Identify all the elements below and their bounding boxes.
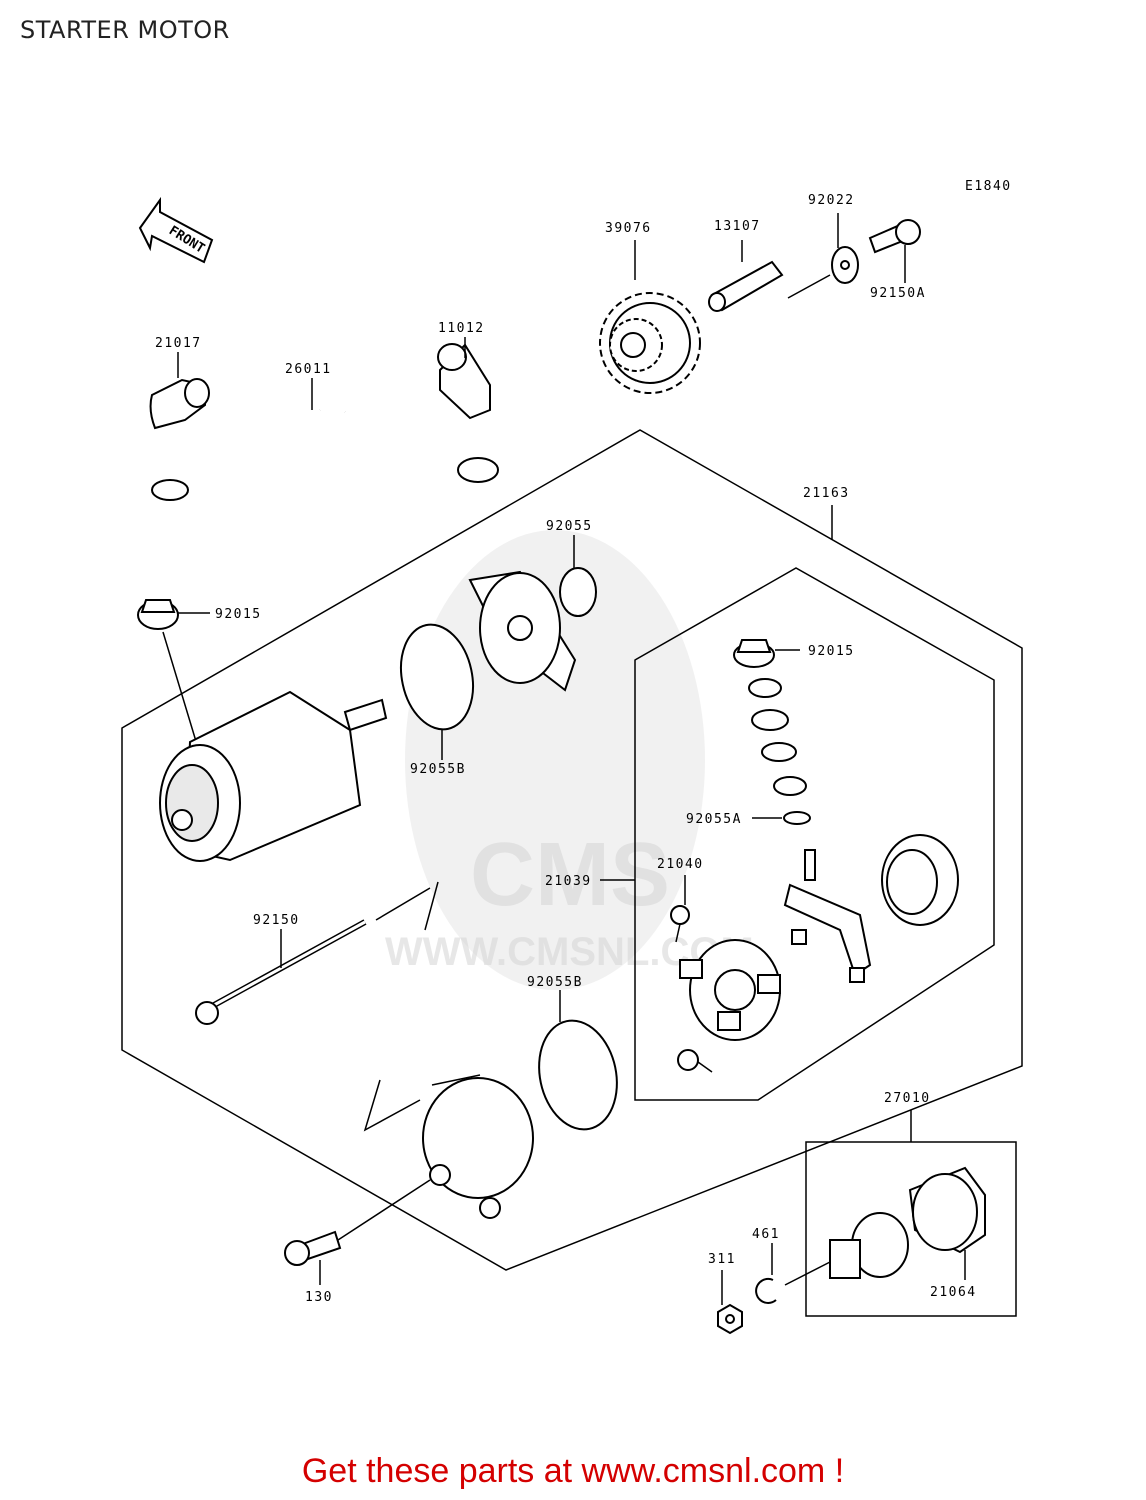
bolt-130 [284,1230,342,1266]
label-27010: 27010 [884,1091,931,1106]
circlip-461 [755,1277,777,1304]
label-461: 461 [752,1227,780,1242]
bolt-92150A [868,219,921,254]
washer-4 [773,776,807,796]
label-92055A: 92055A [686,812,742,827]
o-ring-92055A [783,811,811,825]
relay-switch [829,1212,909,1279]
sleeve-13107 [708,260,784,312]
yoke-ring [881,834,959,926]
washer-2 [751,709,789,731]
assembly-outline-21039 [634,567,995,1101]
nut-311 [717,1303,743,1335]
motor-yoke [159,690,388,862]
label-92015-left: 92015 [215,607,262,622]
washer-1 [748,678,782,698]
o-ring-92055B-bottom [538,1019,618,1131]
label-11012: 11012 [438,321,485,336]
nut-92015-left [137,599,179,630]
label-21017: 21017 [155,336,202,351]
label-21064: 21064 [930,1285,977,1300]
label-92015-right: 92015 [808,644,855,659]
label-92150A: 92150A [870,286,926,301]
boot-21017 [149,378,210,430]
washer-3 [761,742,797,762]
label-21163: 21163 [803,486,850,501]
label-311: 311 [708,1252,736,1267]
brush-holder-21039 [679,939,781,1041]
watermark-brand: CMS [470,825,670,925]
o-ring-92055B-top [400,623,474,731]
o-ring-92055 [559,567,597,617]
footer-link[interactable]: Get these parts at www.cmsnl.com ! [301,1452,845,1490]
cable-26011 [151,408,499,501]
label-130: 130 [305,1290,333,1305]
front-arrow-icon: FRONT [138,196,214,264]
spring-21040-bottom [677,1049,713,1073]
bolt-92150 [195,919,367,1025]
label-13107: 13107 [714,219,761,234]
brush-plate [783,849,872,983]
gear-39076 [599,292,701,394]
front-bracket [422,1074,534,1219]
boot-11012 [437,343,491,420]
end-cover [468,570,577,692]
part-labels: 39076 13107 92022 92150A 21017 26011 110… [155,193,977,1305]
spring-21040-top [670,905,690,943]
nut-92015-right [733,639,775,668]
label-26011: 26011 [285,362,332,377]
label-92055B-bottom: 92055B [527,975,583,990]
diagram-code: E1840 [965,179,1012,194]
watermark: CMS WWW.CMSNL.COM [385,530,754,990]
label-21040: 21040 [657,857,704,872]
label-39076: 39076 [605,221,652,236]
label-92150: 92150 [253,913,300,928]
label-21039: 21039 [545,874,592,889]
label-92022: 92022 [808,193,855,208]
label-92055: 92055 [546,519,593,534]
assembly-outline-21163 [121,429,1023,1271]
page-title: STARTER MOTOR [20,16,230,44]
solenoid-21064 [908,1166,986,1254]
label-92055B-top: 92055B [410,762,466,777]
